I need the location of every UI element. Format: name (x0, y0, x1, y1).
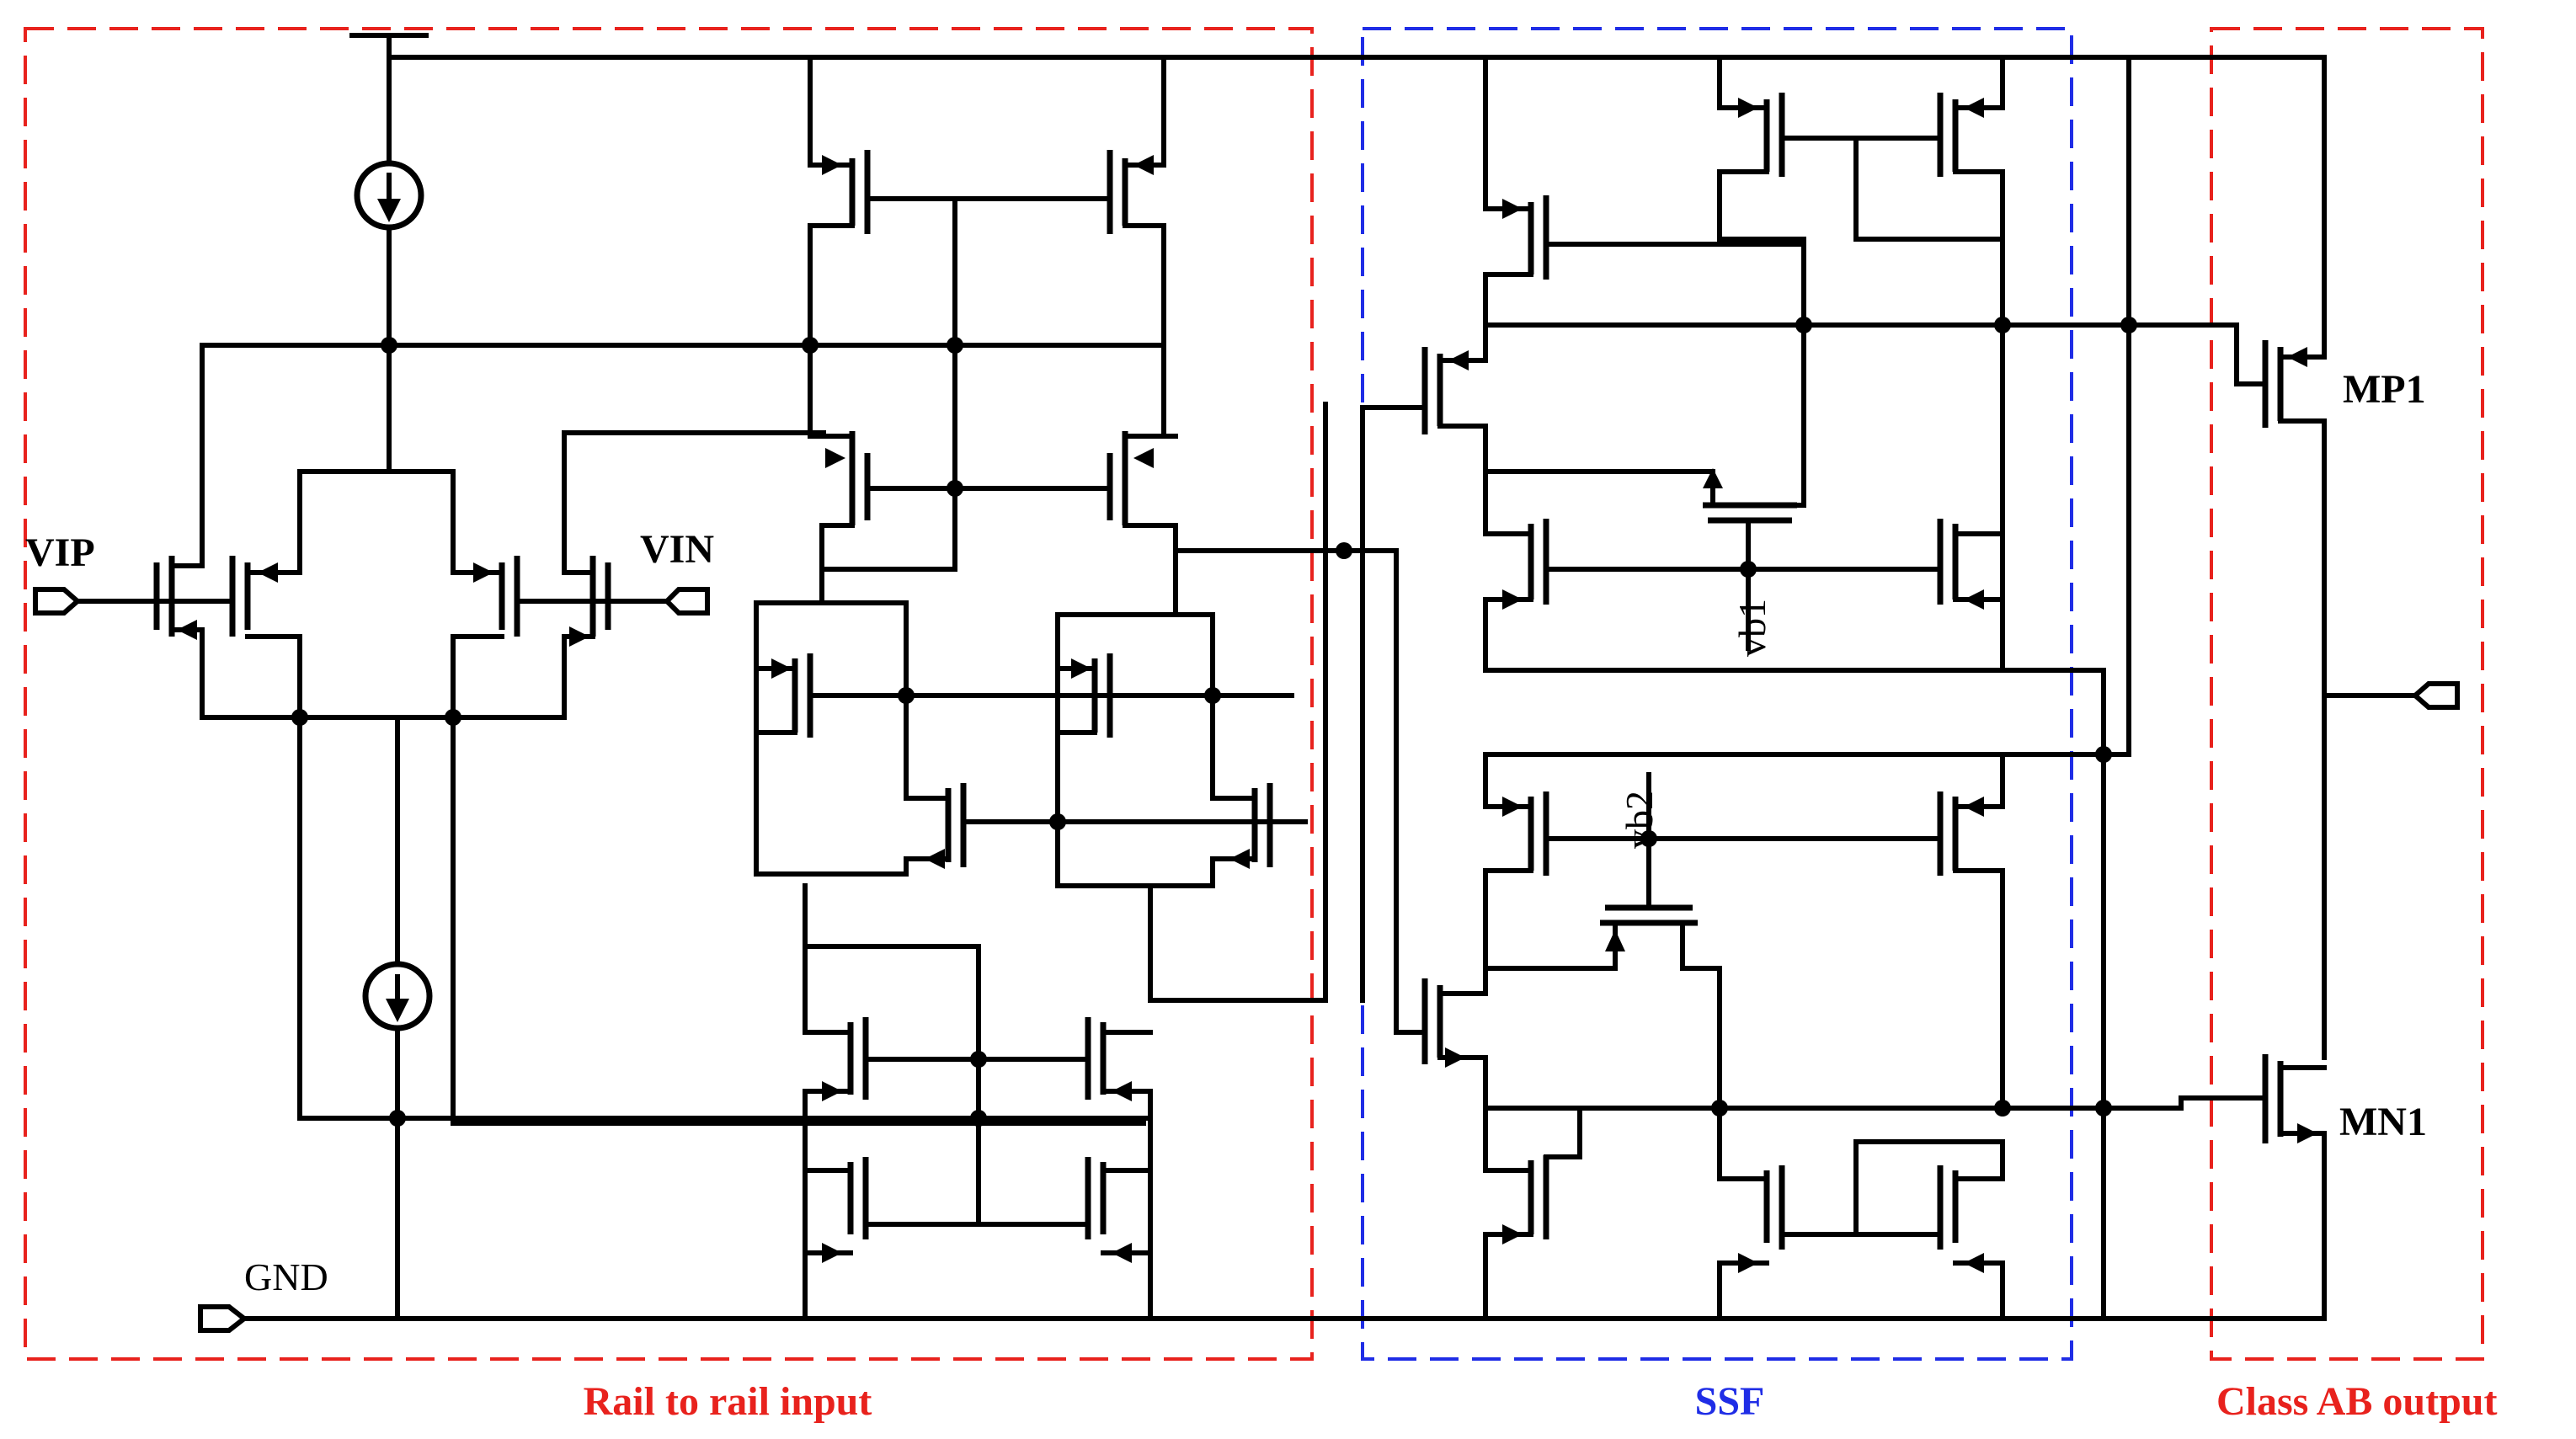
tail-current-source-top (354, 55, 424, 467)
rail-to-rail-section-label: Rail to rail input (584, 1379, 872, 1424)
class-ab-section-label: Class AB output (2216, 1379, 2497, 1424)
ssf-section-label: SSF (1695, 1379, 1765, 1424)
gnd-label: GND (244, 1255, 328, 1298)
mn1-label: MN1 (2339, 1100, 2427, 1144)
class-ab-output (2168, 55, 2428, 1321)
vip-label: VIP (25, 530, 95, 575)
gnd-terminal (198, 1304, 248, 1333)
input-stage (75, 343, 1165, 1126)
junction-dots (291, 317, 2137, 1127)
vin-label: VIN (640, 527, 714, 572)
tail-current-source-bottom (362, 715, 433, 1321)
vip-terminal (33, 587, 82, 616)
rail-to-rail-box (24, 27, 1314, 1361)
mp1-label: MP1 (2343, 367, 2426, 412)
class-ab-box (2210, 27, 2484, 1361)
vin-terminal (663, 587, 710, 616)
folded-cascode (754, 55, 1397, 1321)
ssf-block (1360, 55, 2209, 1321)
vb2-label: vb2 (1618, 791, 1661, 849)
vdd-rail (349, 33, 2327, 60)
vb1-label: vb1 (1731, 599, 1773, 657)
output-terminal (2411, 681, 2460, 710)
